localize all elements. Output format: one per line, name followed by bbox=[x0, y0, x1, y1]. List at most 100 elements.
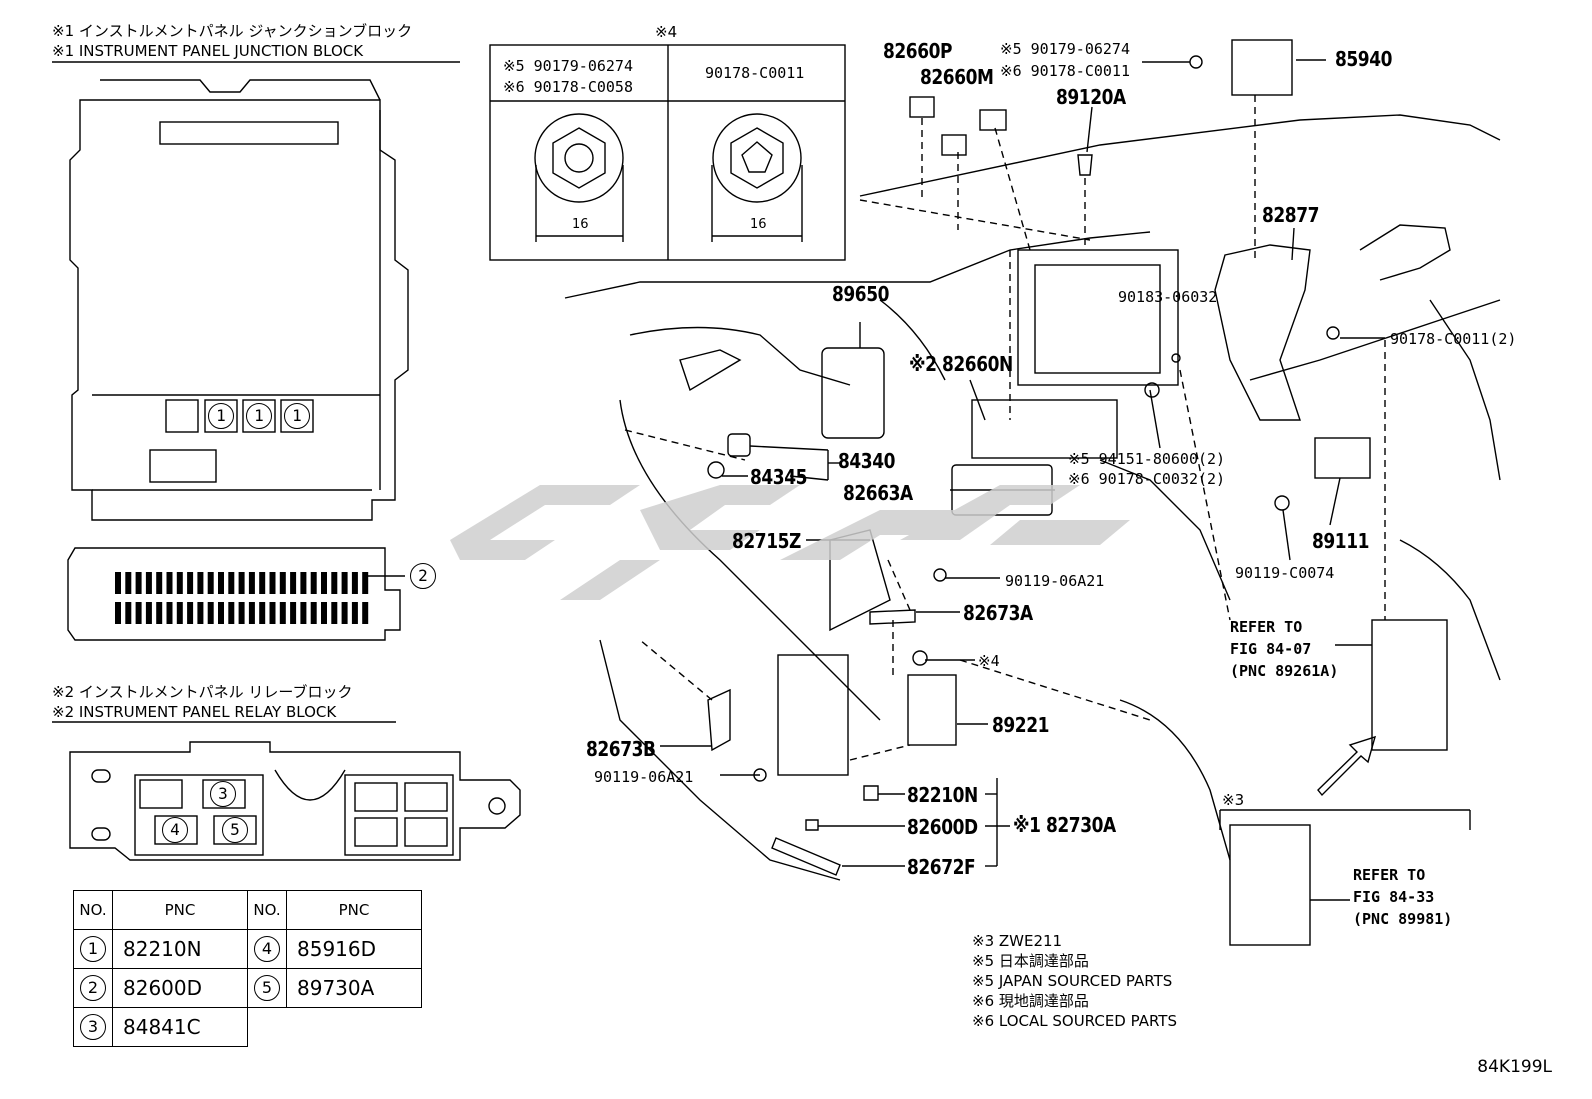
terminal-bar bbox=[176, 572, 183, 594]
terminal-bar bbox=[362, 572, 369, 594]
row-pnc-2: 89730A bbox=[286, 968, 422, 1008]
table-row: 1 82210N 4 85916D bbox=[73, 929, 422, 969]
junction-block-header-jp: ※1 インストルメントパネル ジャンクションブロック bbox=[52, 22, 413, 40]
callout-1b: 1 bbox=[246, 403, 272, 429]
part-note4[interactable]: ※4 bbox=[978, 652, 1000, 670]
row-no-2: 5 bbox=[254, 975, 280, 1001]
terminal-bar bbox=[279, 572, 286, 594]
header-pnc: PNC bbox=[112, 890, 248, 930]
terminal-bar bbox=[218, 572, 224, 594]
terminal-bar bbox=[166, 572, 173, 594]
part-82730A[interactable]: ※1 82730A bbox=[1013, 813, 1116, 837]
part-89111[interactable]: 89111 bbox=[1312, 529, 1370, 553]
terminal-bar bbox=[135, 602, 142, 624]
part-82673A[interactable]: 82673A bbox=[963, 601, 1033, 625]
watermark-logo bbox=[450, 485, 1130, 600]
part-90119-06A21[interactable]: 90119-06A21 bbox=[1005, 572, 1105, 590]
relay-block-header-jp: ※2 インストルメントパネル リレーブロック bbox=[52, 683, 353, 701]
table-row: 3 84841C bbox=[73, 1007, 422, 1047]
terminal-bar bbox=[351, 572, 358, 594]
note-line-1: ※3 ZWE211 bbox=[972, 932, 1063, 950]
part-90183-06032[interactable]: 90183-06032 bbox=[1118, 288, 1218, 306]
part-89221[interactable]: 89221 bbox=[992, 713, 1050, 737]
callout-4: 4 bbox=[162, 817, 188, 843]
terminal-bar bbox=[300, 602, 307, 624]
part-84345[interactable]: 84345 bbox=[750, 465, 808, 489]
note-line-3: ※5 JAPAN SOURCED PARTS bbox=[972, 972, 1173, 990]
pnc-table: NO. PNC NO. PNC 1 82210N 4 85916D 2 8260… bbox=[73, 890, 422, 1047]
terminal-bar bbox=[310, 572, 317, 594]
part-94151-80600[interactable]: ※5 94151-80600(2) bbox=[1068, 450, 1226, 468]
terminal-bar bbox=[218, 602, 224, 624]
terminal-bar bbox=[135, 572, 142, 594]
part-90178-C0011[interactable]: ※6 90178-C0011 bbox=[1000, 62, 1130, 80]
part-90119-06A21-b[interactable]: 90119-06A21 bbox=[594, 768, 694, 786]
part-90179-06274[interactable]: ※5 90179-06274 bbox=[1000, 40, 1130, 58]
header-pnc-2: PNC bbox=[286, 890, 422, 930]
part-82660P[interactable]: 82660P bbox=[883, 39, 953, 63]
nut-box-left-line2: ※6 90178-C0058 bbox=[503, 78, 633, 96]
terminal-bar bbox=[228, 602, 235, 624]
terminal-bar bbox=[362, 602, 369, 624]
terminal-bar bbox=[156, 572, 163, 594]
callout-3: 3 bbox=[210, 781, 236, 807]
note-line-4: ※6 現地調達部品 bbox=[972, 992, 1089, 1010]
terminal-bar bbox=[115, 602, 121, 624]
refer2-line3: (PNC 89981) bbox=[1353, 910, 1453, 928]
terminal-bar bbox=[197, 572, 204, 594]
part-82660M[interactable]: 82660M bbox=[920, 65, 994, 89]
terminal-bar bbox=[228, 572, 235, 594]
terminal-bar bbox=[207, 572, 214, 594]
callout-1a: 1 bbox=[208, 403, 234, 429]
part-89120A[interactable]: 89120A bbox=[1056, 85, 1126, 109]
terminal-bar bbox=[321, 572, 327, 594]
part-82663A[interactable]: 82663A bbox=[843, 481, 913, 505]
terminal-bar bbox=[248, 572, 255, 594]
terminal-bar bbox=[331, 602, 338, 624]
callout-1c: 1 bbox=[284, 403, 310, 429]
terminal-bar bbox=[197, 602, 204, 624]
terminal-bar bbox=[290, 602, 297, 624]
note-line-5: ※6 LOCAL SOURCED PARTS bbox=[972, 1012, 1177, 1030]
terminal-bar bbox=[248, 602, 255, 624]
header-no: NO. bbox=[73, 890, 113, 930]
nut-box-drawing bbox=[489, 44, 846, 261]
part-82877[interactable]: 82877 bbox=[1262, 203, 1320, 227]
nut-box-title: ※4 bbox=[655, 23, 678, 41]
terminal-bar bbox=[259, 572, 266, 594]
nut-box-right-line: 90178-C0011 bbox=[705, 64, 805, 82]
part-84340[interactable]: 84340 bbox=[838, 449, 896, 473]
nut-box-left-line1: ※5 90179-06274 bbox=[503, 57, 633, 75]
part-82672F[interactable]: 82672F bbox=[907, 855, 976, 879]
row-no-2: 4 bbox=[254, 936, 280, 962]
components-drawing bbox=[707, 39, 1448, 946]
terminal-bar bbox=[145, 572, 152, 594]
terminal-bar bbox=[351, 602, 358, 624]
terminal-bar bbox=[145, 602, 152, 624]
part-90178-C0011-2[interactable]: 90178-C0011(2) bbox=[1390, 330, 1517, 348]
terminal-bar bbox=[238, 602, 245, 624]
part-82210N[interactable]: 82210N bbox=[907, 783, 978, 807]
part-85940[interactable]: 85940 bbox=[1335, 47, 1393, 71]
part-90178-C0032[interactable]: ※6 90178-C0032(2) bbox=[1068, 470, 1226, 488]
dashboard-outline-drawing bbox=[564, 114, 1501, 881]
terminal-bar bbox=[300, 572, 307, 594]
terminal-bar bbox=[115, 572, 121, 594]
part-90119-C0074[interactable]: 90119-C0074 bbox=[1235, 564, 1335, 582]
refer1-line2: FIG 84-07 bbox=[1230, 640, 1312, 658]
relay-block-header-en: ※2 INSTRUMENT PANEL RELAY BLOCK bbox=[52, 703, 337, 721]
terminal-bar bbox=[156, 602, 163, 624]
part-82660N[interactable]: ※2 82660N bbox=[909, 352, 1013, 376]
figure-code: 84K199L bbox=[1477, 1057, 1552, 1077]
callout-5: 5 bbox=[222, 817, 248, 843]
terminal-bar bbox=[269, 572, 276, 594]
part-89650[interactable]: 89650 bbox=[832, 282, 890, 306]
part-82673B[interactable]: 82673B bbox=[586, 737, 656, 761]
part-82715Z[interactable]: 82715Z bbox=[732, 529, 801, 553]
part-82600D[interactable]: 82600D bbox=[907, 815, 978, 839]
terminal-bar bbox=[279, 602, 286, 624]
terminal-bar bbox=[125, 572, 132, 594]
terminal-bar bbox=[290, 572, 297, 594]
